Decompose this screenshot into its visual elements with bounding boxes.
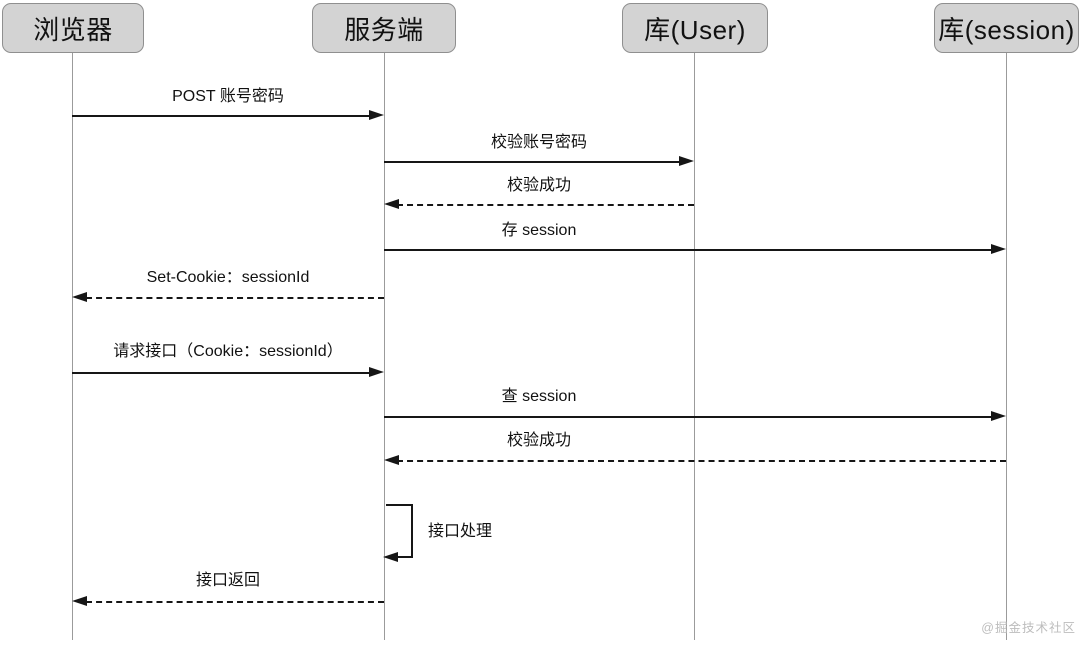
message-line-session-valid xyxy=(397,460,1006,462)
message-line-verify-credentials xyxy=(384,161,680,163)
actor-browser-label: 浏览器 xyxy=(33,14,113,45)
message-label-post-credentials: POST 账号密码 xyxy=(172,88,284,105)
message-line-set-cookie xyxy=(86,297,384,299)
message-label-verify-success: 校验成功 xyxy=(506,177,571,194)
message-label-api-processing: 接口处理 xyxy=(428,523,493,540)
message-label-query-session: 查 session xyxy=(501,388,577,405)
arrowhead-left-icon xyxy=(384,199,399,209)
arrowhead-left-icon xyxy=(384,455,399,465)
actor-db-session: 库(session) xyxy=(934,3,1079,53)
message-line-query-session xyxy=(384,416,992,418)
arrowhead-left-icon xyxy=(72,596,87,606)
actor-server: 服务端 xyxy=(312,3,456,53)
actor-db-session-label: 库(session) xyxy=(938,14,1075,45)
arrowhead-left-icon xyxy=(72,292,87,302)
watermark: @掘金技术社区 xyxy=(981,621,1076,635)
arrowhead-right-icon xyxy=(369,110,384,120)
message-line-verify-success xyxy=(397,204,694,206)
message-label-request-api: 请求接口（Cookie：sessionId） xyxy=(113,343,343,360)
message-label-verify-credentials: 校验账号密码 xyxy=(490,134,587,151)
message-line-post-credentials xyxy=(72,115,370,117)
arrowhead-right-icon xyxy=(991,411,1006,421)
self-message-loop xyxy=(386,504,413,558)
message-line-request-api xyxy=(72,372,370,374)
message-line-api-response xyxy=(86,601,384,603)
actor-browser: 浏览器 xyxy=(2,3,144,53)
lifeline-browser xyxy=(72,53,73,640)
lifeline-db-session xyxy=(1006,53,1007,640)
actor-server-label: 服务端 xyxy=(344,14,424,45)
arrowhead-right-icon xyxy=(991,244,1006,254)
message-label-set-cookie: Set-Cookie：sessionId xyxy=(146,269,310,286)
message-line-store-session xyxy=(384,249,992,251)
message-label-store-session: 存 session xyxy=(501,222,577,239)
lifeline-server xyxy=(384,53,385,640)
arrowhead-right-icon xyxy=(369,367,384,377)
message-label-api-response: 接口返回 xyxy=(195,572,260,589)
arrowhead-right-icon xyxy=(679,156,694,166)
lifeline-db-user xyxy=(694,53,695,640)
actor-db-user: 库(User) xyxy=(622,3,768,53)
actor-db-user-label: 库(User) xyxy=(644,14,746,45)
arrowhead-left-icon xyxy=(383,552,398,562)
message-label-session-valid: 校验成功 xyxy=(506,432,571,449)
